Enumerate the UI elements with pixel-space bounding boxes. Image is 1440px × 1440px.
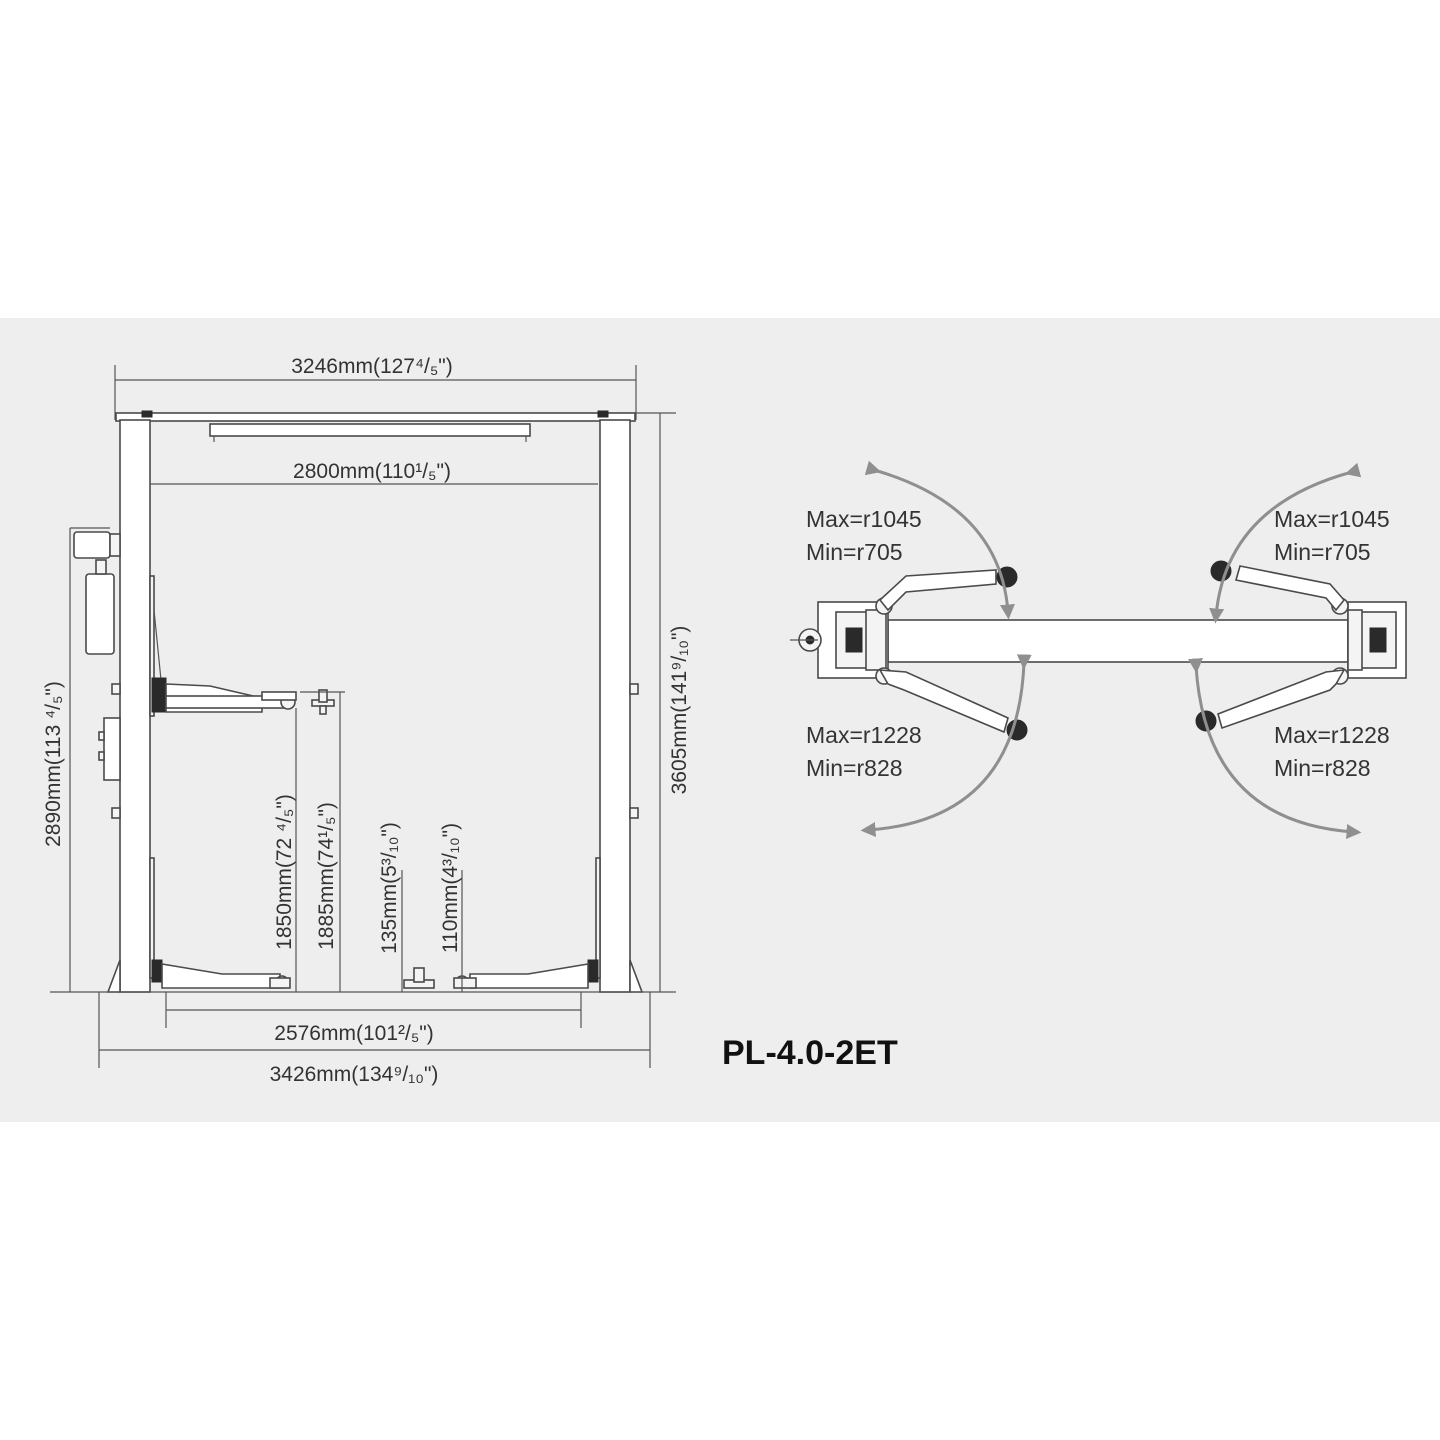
model-name: PL-4.0-2ET [722,1034,898,1072]
side-height-dimension: 2890mm(113 ⁴/₅") [42,527,110,992]
lift-height-2-label: 1885mm(74¹/₅") [315,802,338,950]
overall-width-label: 3246mm(127⁴/₅") [291,355,453,378]
top-right-post [1347,601,1407,679]
front-view: 3246mm(127⁴/₅") 2800mm(110¹/₅") [42,355,691,1086]
pad-height-dimensions: 135mm(5³/₁₀") 110mm(4³/₁₀") [378,822,463,992]
inner-width-dimension: 2800mm(110¹/₅") [150,460,598,485]
inner-width-label: 2800mm(110¹/₅") [293,460,451,483]
upper-left-swing-arc [864,460,1015,620]
top-view: Max=r1045 Min=r705 Max=r1045 Min=r705 Ma… [790,460,1407,839]
lowered-arm-right [403,857,601,989]
lowered-arm-left [149,857,291,989]
upper-right-swing-arc [1209,462,1362,624]
power-unit [73,531,121,655]
lower-right-max-label: Max=r1228 [1274,722,1390,748]
lift-height-1-label: 1850mm(72 ⁴/₅") [273,794,296,950]
lower-right-swing-arc [1188,658,1362,839]
left-post [106,419,151,993]
overall-height-dimension: 3605mm(141⁹/₁₀") [636,412,691,992]
raised-carriage [149,575,335,717]
top-arm-upper-right [1210,560,1349,615]
side-height-label: 2890mm(113 ⁴/₅") [42,681,65,847]
top-left-post [790,601,889,679]
upper-left-max-label: Max=r1045 [806,506,922,532]
lower-left-swing-arc [860,654,1032,837]
upper-right-min-label: Min=r705 [1274,539,1371,565]
upper-left-min-label: Min=r705 [806,539,903,565]
base-inner-width-dimension: 2576mm(101²/₅") [165,992,582,1045]
right-post [599,419,644,993]
overall-width-dimension: 3246mm(127⁴/₅") [114,355,637,420]
lift-height-dimensions: 1850mm(72 ⁴/₅") 1885mm(74¹/₅") [273,691,345,992]
base-overall-width-label: 3426mm(134⁹/₁₀") [270,1063,439,1086]
lower-left-max-label: Max=r1228 [806,722,922,748]
base-overall-width-dimension: 3426mm(134⁹/₁₀") [98,992,651,1086]
top-cross-beam [887,619,1349,663]
base-inner-width-label: 2576mm(101²/₅") [274,1022,433,1045]
lower-left-min-label: Min=r828 [806,755,903,781]
lower-right-min-label: Min=r828 [1274,755,1371,781]
upper-right-max-label: Max=r1045 [1274,506,1390,532]
pad-height-1-label: 135mm(5³/₁₀") [378,822,401,954]
overall-height-label: 3605mm(141⁹/₁₀") [668,626,691,795]
overhead-beam [115,410,636,442]
pad-height-2-label: 110mm(4³/₁₀") [439,823,462,953]
control-box [98,717,121,781]
top-arm-upper-left [875,566,1018,615]
